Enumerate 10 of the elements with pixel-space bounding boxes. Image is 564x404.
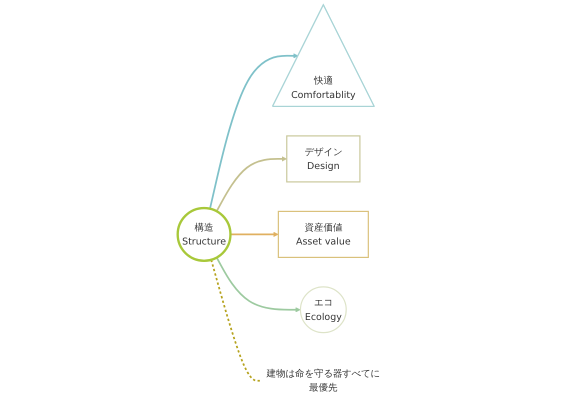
arrow (230, 232, 278, 237)
node-text: 建物は命を守る器すべてに最優先 (266, 368, 380, 394)
arrow (216, 257, 300, 312)
connector (210, 260, 260, 382)
node-box: 資産価値 Asset value (278, 210, 369, 258)
node-circle: 構造 Structure (176, 206, 232, 262)
arrow (208, 53, 298, 209)
arrow (216, 156, 287, 212)
node-circle: エコ Ecology (300, 286, 347, 334)
node-box: デザイン Design (286, 135, 360, 182)
